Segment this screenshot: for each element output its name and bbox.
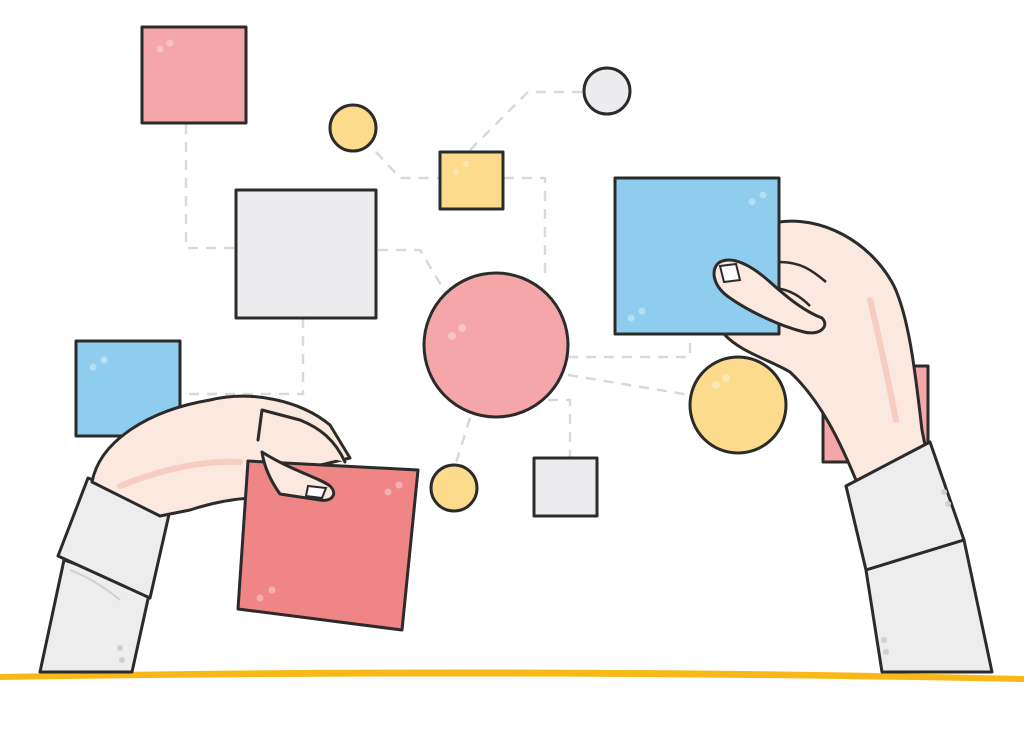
connector-lines bbox=[180, 90, 692, 467]
pink-square bbox=[140, 25, 248, 125]
yellow-square bbox=[438, 150, 505, 211]
yellow-dot-lower bbox=[429, 463, 479, 513]
right-hand bbox=[712, 219, 994, 674]
yellow-dot-small bbox=[328, 103, 378, 153]
gray-square-large bbox=[234, 188, 378, 320]
gray-square-small bbox=[532, 456, 599, 518]
ground-line bbox=[0, 669, 1024, 682]
left-thumb bbox=[260, 450, 336, 502]
gray-circle bbox=[582, 66, 632, 116]
salmon-card bbox=[236, 459, 420, 632]
pink-circle bbox=[422, 271, 570, 419]
yellow-circle-right bbox=[688, 355, 788, 455]
